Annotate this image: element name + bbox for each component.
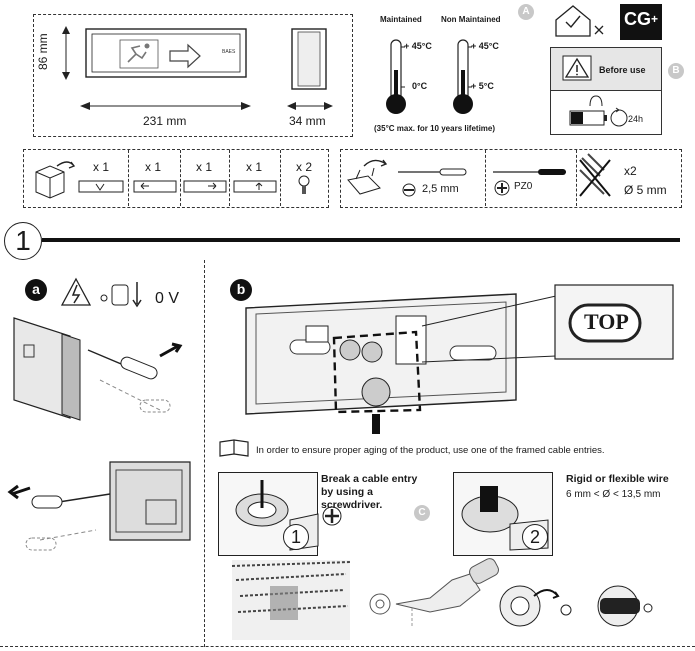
cg-logo: CG+	[620, 4, 662, 40]
cg-logo-plus: +	[650, 12, 658, 26]
cg-logo-text: CG	[623, 9, 651, 29]
substep-2-number: 2	[529, 527, 540, 547]
tools-divider-1	[485, 150, 486, 206]
fixing-diameter: Ø 5 mm	[624, 183, 667, 197]
lifetime-note: (35°C max. for 10 years lifetime)	[374, 124, 496, 133]
charge-duration: 24h	[628, 114, 644, 124]
substep-a-badge: a	[25, 279, 47, 301]
aging-instruction: In order to ensure proper aging of the p…	[256, 445, 605, 456]
contents-divider-4	[280, 150, 281, 206]
badge-c: C	[414, 505, 430, 521]
contents-divider-3	[229, 150, 230, 206]
flat-screwdriver-size: 2,5 mm	[422, 183, 459, 195]
qty-5: x 2	[296, 160, 313, 174]
phillips-size: PZ0	[514, 181, 533, 192]
substep-2-circle: 2	[522, 524, 548, 550]
wire-diameter-range: 6 mm < Ø < 13,5 mm	[566, 489, 661, 500]
step-number-circle: 1	[4, 222, 42, 260]
qty-3: x 1	[196, 160, 213, 174]
step-number: 1	[15, 225, 31, 256]
qty-1: x 1	[93, 160, 110, 174]
qty-2: x 1	[145, 160, 162, 174]
maintained-max: + 45°C	[404, 41, 432, 51]
maintained-label: Maintained	[380, 15, 422, 24]
width-dimension: 231 mm	[143, 114, 187, 128]
qty-4: x 1	[246, 160, 263, 174]
zero-volt-label: 0 V	[155, 290, 180, 307]
non-maintained-min: + 5°C	[471, 81, 494, 91]
dimensions-panel	[33, 14, 353, 137]
maintained-min: 0°C	[412, 81, 428, 91]
wire-title: Rigid or flexible wire	[566, 473, 669, 485]
depth-dimension: 34 mm	[289, 114, 326, 128]
contents-divider-2	[180, 150, 181, 206]
before-use-label: Before use	[599, 65, 646, 75]
tools-panel	[340, 149, 682, 208]
badge-a: A	[518, 4, 534, 20]
before-use-panel	[550, 47, 662, 135]
badge-b: B	[668, 63, 684, 79]
top-marking: TOP	[584, 309, 629, 334]
fixing-qty: x2	[624, 164, 637, 178]
non-maintained-label: Non Maintained	[441, 15, 501, 24]
box-contents-panel	[23, 149, 329, 208]
substep-1-circle: 1	[283, 524, 309, 550]
substep-1-number: 1	[290, 527, 301, 547]
step-rule	[42, 238, 680, 242]
non-maintained-max: + 45°C	[471, 41, 499, 51]
bottom-rule	[0, 646, 695, 647]
tools-divider-2	[576, 150, 577, 206]
substep-b-badge: b	[230, 279, 252, 301]
panel-divider	[204, 260, 205, 647]
svg-text:BAES: BAES	[222, 49, 236, 55]
contents-divider-1	[128, 150, 129, 206]
